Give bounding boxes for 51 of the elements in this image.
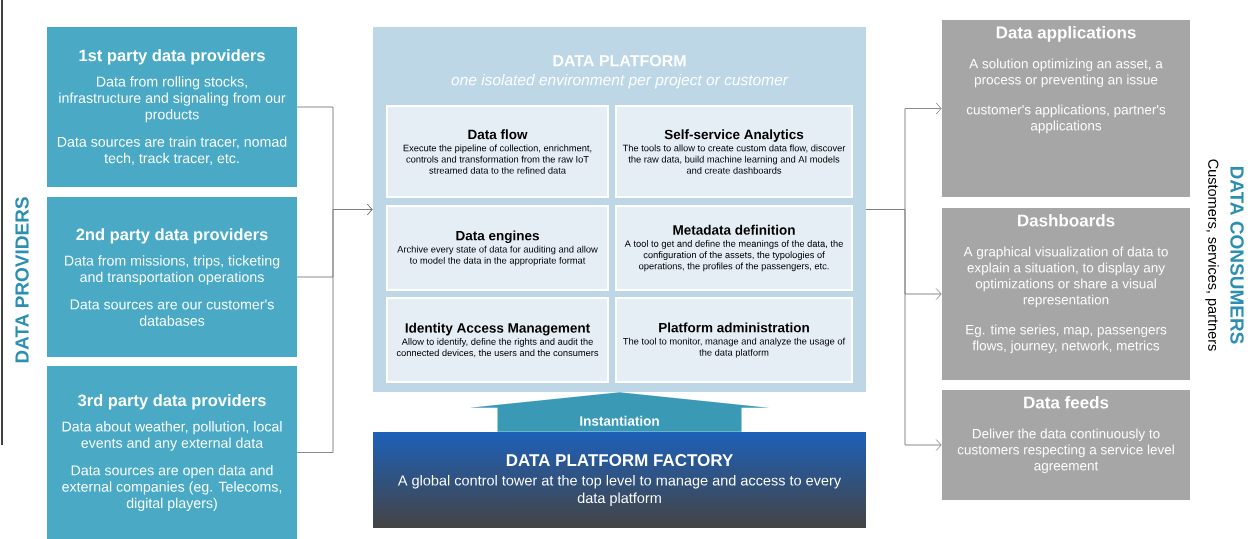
box-description: Eg. time series, map, passengers flows, journey, network, metrics	[966, 324, 1167, 354]
provider-box	[47, 27, 297, 187]
side-title: DATA PROVIDERS	[15, 197, 29, 363]
box-description: A graphical visualization of data to explain a situation, to display any optimizations or share a visual representation	[963, 246, 1168, 308]
box-description: customer's applications, partner's applications	[966, 104, 1166, 134]
box-description: Allow to identify, define the rights and audit the connected devices, the users and the consumers	[396, 338, 599, 358]
box-description: Archive every state of data for auditing and allow to model the data in the appropriate format	[397, 245, 598, 266]
box-heading: 2nd party data providers	[76, 228, 268, 244]
consumer-box	[942, 390, 1190, 500]
box-description: Data sources are train tracer, nomad tech, track tracer, etc.	[57, 136, 287, 165]
module-box	[615, 297, 853, 383]
module-box	[386, 105, 609, 198]
box-heading: Data applications	[996, 26, 1136, 42]
box-description: Data from rolling stocks, infrastructure and signaling from our products	[59, 76, 286, 123]
consumer-box	[942, 20, 1190, 197]
module-box	[615, 205, 853, 291]
box-description: The tool to monitor, manage and analyze the usage of the data platform	[623, 337, 846, 358]
box-description: one isolated environment per project or customer	[451, 73, 789, 89]
box-description: Data from missions, trips, ticketing and transportation operations	[65, 255, 280, 285]
box-description: Data sources are our customer's databases	[70, 299, 274, 326]
consumer-box	[942, 208, 1190, 380]
box-description: Data sources are open data and external companies (eg. Telecoms, digital players)	[62, 464, 282, 511]
box-description: A global control tower at the top level to manage and access to every data platform	[397, 474, 842, 506]
box-heading: DATA PLATFORM FACTORY	[506, 454, 734, 467]
module-box	[386, 297, 609, 383]
box-heading: Dashboards	[1018, 214, 1115, 227]
box-heading: Metadata definition	[673, 224, 795, 235]
side-title: DATA CONSUMERS	[1230, 166, 1244, 344]
provider-box	[47, 197, 297, 357]
box-heading: Identity Access Management	[405, 322, 590, 336]
box-heading: 1st party data providers	[79, 49, 265, 65]
box-description: Data about weather, pollution, local events and any external data	[62, 421, 282, 451]
box-heading: 3rd party data providers	[77, 394, 266, 410]
box-description: A solution optimizing an asset, a process or preventing an issue	[969, 58, 1163, 88]
box-heading: Self-service Analytics	[664, 129, 804, 142]
box-heading: Data feeds	[1024, 396, 1109, 409]
box-description: A tool to get and define the meanings of the data, the configuration of the assets, the typologies of operations, the profiles of the passengers, etc.	[624, 240, 843, 272]
arrow	[296, 203, 373, 453]
side-subtitle: Customers, services, partners	[1205, 159, 1219, 351]
box-description: The tools to allow to create custom data flow, discover the raw data, build machine learning and AI models and create dashboards	[622, 144, 846, 174]
box-description: Deliver the data continuously to customers respecting a service level agreement	[957, 428, 1174, 474]
box-heading: Data flow	[468, 129, 528, 140]
box-description: Execute the pipeline of collection, enrichment, controls and transformation from the raw IoT streamed data to the refined data	[403, 144, 592, 174]
instantiation-arrow	[469, 392, 770, 432]
box-heading: DATA PLATFORM	[553, 55, 686, 67]
box-heading: Data engines	[456, 230, 539, 244]
arrow	[865, 209, 942, 451]
module-box	[386, 205, 609, 291]
box-heading: Platform administration	[659, 322, 809, 333]
provider-box	[47, 366, 297, 539]
module-box	[615, 105, 853, 198]
